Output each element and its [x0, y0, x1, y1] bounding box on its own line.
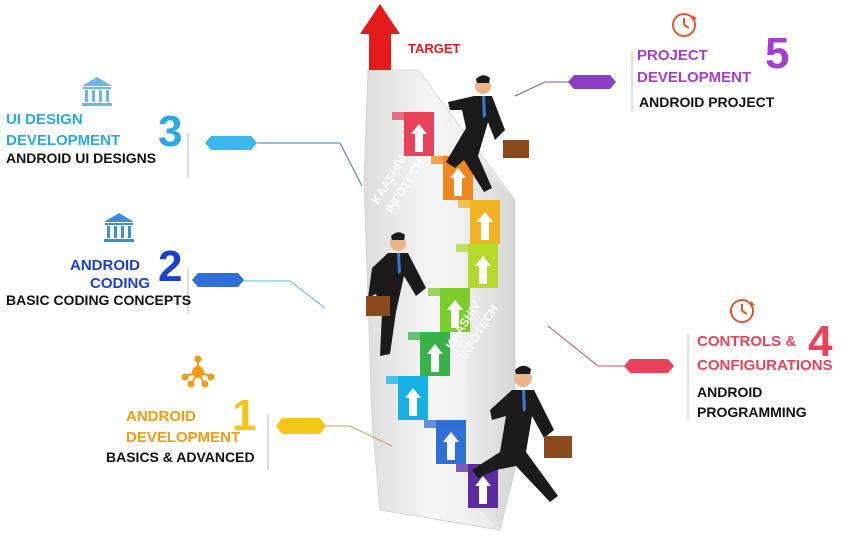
- network-hub-icon: [181, 355, 215, 388]
- stair-tread: [386, 376, 428, 384]
- businessman-top-figure: [446, 75, 529, 192]
- step-2-title-line2: CODING: [90, 275, 150, 292]
- step-2-number: 2: [158, 242, 183, 291]
- step-tab-1: [276, 418, 326, 434]
- step-5-title-line2: DEVELOPMENT: [637, 69, 752, 86]
- connector-line-4: [547, 325, 626, 367]
- step-5-number: 5: [765, 29, 790, 78]
- bank-building-icon: [104, 213, 134, 242]
- step-tab-3: [205, 136, 257, 150]
- step-3-title-line2: DEVELOPMENT: [6, 132, 121, 149]
- up-arrow-icon: [475, 256, 491, 284]
- step-4-number: 4: [808, 317, 833, 366]
- up-arrow-icon: [475, 476, 491, 504]
- step-4-subtitle-line2: PROGRAMMING: [697, 404, 807, 420]
- stair-tread: [392, 112, 434, 120]
- step-2-title-line1: ANDROID: [70, 257, 140, 274]
- step-4-title-line1: CONTROLS &: [697, 333, 797, 350]
- step-tab-2: [192, 273, 244, 287]
- step-1-number: 1: [232, 391, 257, 440]
- bank-building-icon: [82, 77, 112, 106]
- up-arrow-icon: [427, 344, 443, 372]
- step-5-title-line1: PROJECT: [637, 47, 708, 64]
- step-2-subtitle: BASIC CODING CONCEPTS: [6, 292, 192, 308]
- stair-tread: [458, 200, 500, 208]
- stair-steps: [386, 112, 500, 508]
- target-arrow-icon: [360, 4, 400, 70]
- target-label: TARGET: [408, 41, 461, 56]
- stair-tread: [428, 288, 470, 296]
- stair-tread: [456, 244, 498, 252]
- step-3-title-line1: UI DESIGN: [6, 111, 83, 128]
- step-4-subtitle-line1: ANDROID: [697, 384, 763, 400]
- stair-tread: [408, 332, 450, 340]
- step-5-subtitle: ANDROID PROJECT: [639, 94, 775, 110]
- connector-line-3: [257, 142, 363, 187]
- clock-icon: [730, 299, 755, 323]
- step-1-title-line2: DEVELOPMENT: [126, 429, 241, 446]
- step-3-number: 3: [158, 107, 183, 156]
- businessman-middle-figure: [366, 232, 426, 356]
- step-4-title-line2: CONFIGURATIONS: [697, 357, 833, 374]
- connector-line-5: [514, 81, 572, 97]
- up-arrow-icon: [447, 300, 463, 328]
- step-1-subtitle: BASICS & ADVANCED: [106, 449, 255, 465]
- connector-line-2: [240, 280, 326, 309]
- connector-line-1: [320, 425, 393, 447]
- up-arrow-icon: [405, 388, 421, 416]
- stair-tread: [424, 420, 466, 428]
- step-3-subtitle: ANDROID UI DESIGNS: [6, 150, 157, 166]
- up-arrow-icon: [477, 212, 493, 240]
- clock-icon: [672, 13, 697, 37]
- step-1-title-line1: ANDROID: [126, 408, 196, 425]
- businessman-bottom-figure: [472, 365, 572, 502]
- up-arrow-icon: [450, 168, 466, 196]
- up-arrow-icon: [443, 432, 459, 460]
- step-tab-5: [568, 75, 616, 89]
- up-arrow-icon: [411, 124, 427, 152]
- step-tab-4: [624, 359, 674, 373]
